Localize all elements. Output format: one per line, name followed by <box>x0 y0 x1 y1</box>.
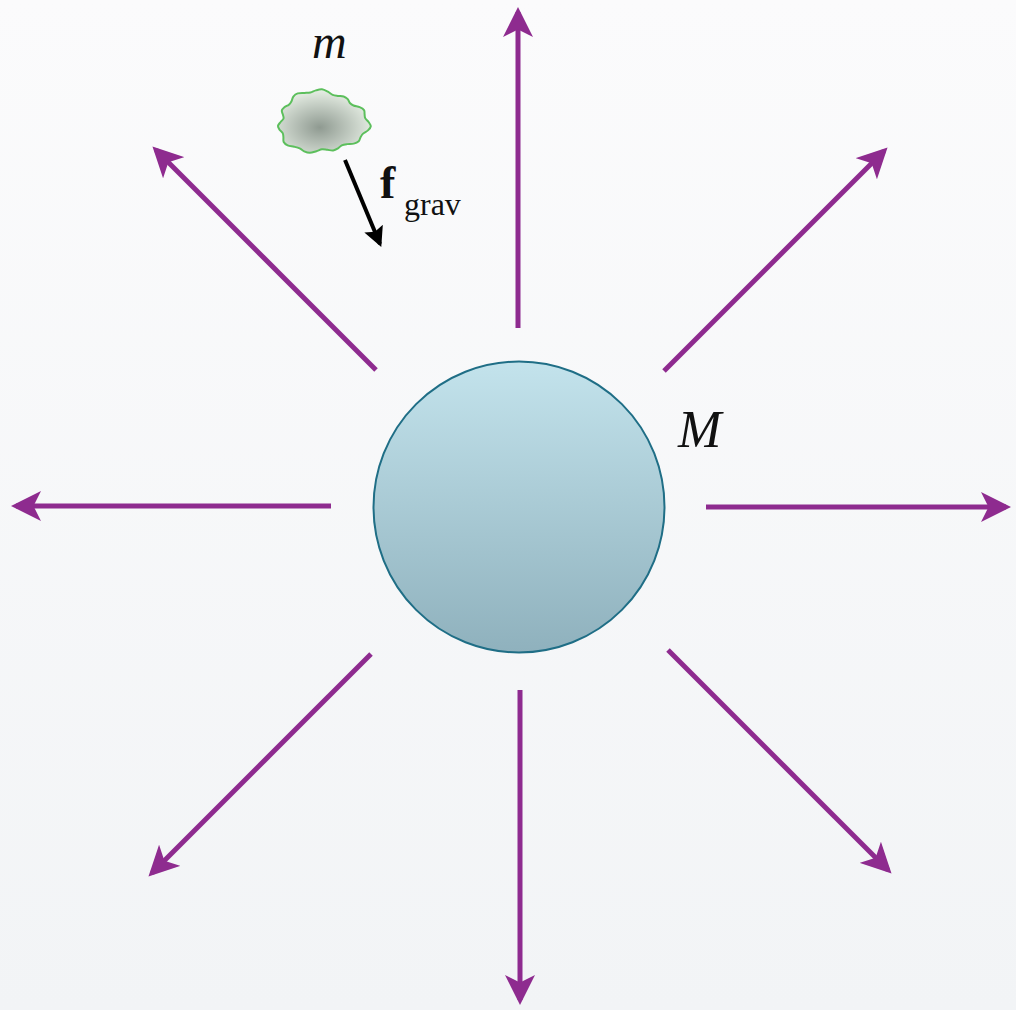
planet-body <box>374 362 665 653</box>
field-arrows <box>16 12 1006 1000</box>
mass-label: m <box>312 18 347 66</box>
field-arrow <box>516 12 521 328</box>
force-symbol: f <box>380 160 395 206</box>
field-arrow <box>152 654 371 873</box>
planet-circle: M <box>372 360 666 654</box>
circle-outline <box>372 360 666 654</box>
field-arrow <box>668 650 888 870</box>
force-subscript: grav <box>404 188 461 220</box>
mass-cloud <box>278 89 371 152</box>
field-arrow <box>706 505 1006 510</box>
mass-blob: m <box>274 88 370 156</box>
force-arrow <box>345 160 380 244</box>
field-arrow <box>156 150 376 370</box>
field-arrow <box>16 504 331 509</box>
field-arrow <box>518 690 523 1000</box>
mass-label: M <box>678 404 721 456</box>
field-arrow <box>664 151 884 371</box>
blob-outline <box>274 88 370 156</box>
